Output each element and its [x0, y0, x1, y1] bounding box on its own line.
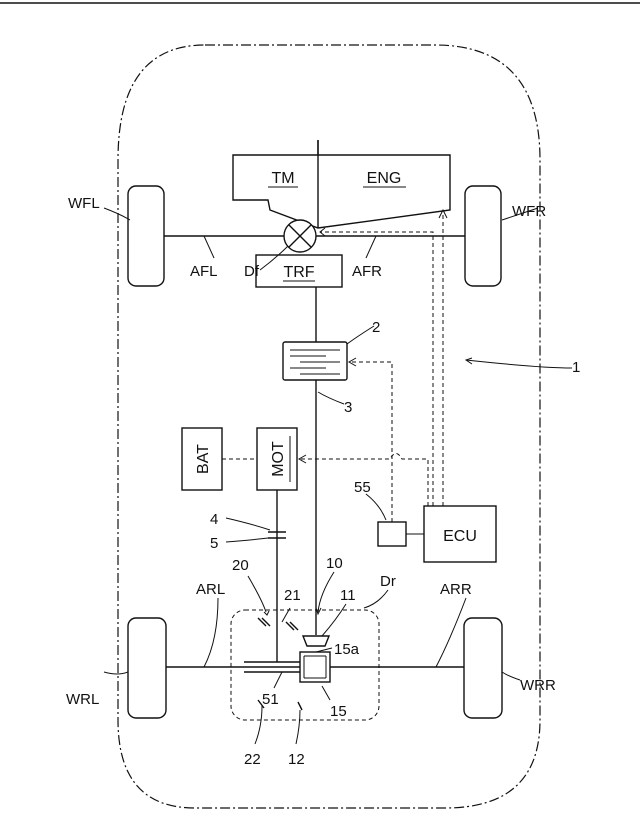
label-wrl: WRL	[66, 691, 99, 708]
leader-11	[322, 604, 346, 636]
label-1: 1	[572, 359, 580, 376]
label-df: Df	[244, 263, 260, 280]
rear-left-wheel	[128, 618, 166, 718]
label-4: 4	[210, 511, 218, 528]
label-15a: 15a	[334, 641, 360, 658]
trf-label: TRF	[283, 264, 314, 281]
leader-2	[347, 326, 374, 344]
label-3: 3	[344, 399, 352, 416]
label-afl: AFL	[190, 263, 218, 280]
label-arl: ARL	[196, 581, 225, 598]
leader-12	[296, 710, 300, 744]
gear-20-tooth-a	[258, 618, 266, 626]
tm-label: TM	[271, 170, 294, 187]
label-2: 2	[372, 319, 380, 336]
gear-21-tooth-b	[290, 622, 298, 630]
label-10: 10	[326, 555, 343, 572]
rear-right-wheel	[464, 618, 502, 718]
bat-label: BAT	[195, 444, 212, 474]
label-20: 20	[232, 557, 249, 574]
label-22: 22	[244, 751, 261, 768]
leader-arr	[436, 598, 466, 667]
label-51: 51	[262, 691, 279, 708]
label-afr: AFR	[352, 263, 382, 280]
label-wrr: WRR	[520, 677, 556, 694]
leader-afr	[366, 236, 376, 258]
gear-21-tooth-a	[286, 622, 294, 630]
leader-wfl	[104, 208, 130, 220]
leader-22	[255, 706, 262, 744]
leader-wrl	[104, 672, 128, 674]
leader-51	[274, 672, 282, 688]
label-21: 21	[284, 587, 301, 604]
gear-12-tooth	[298, 702, 302, 710]
label-dr: Dr	[380, 573, 396, 590]
eng-label: ENG	[367, 170, 402, 187]
leader-55	[366, 494, 386, 520]
ecu-label: ECU	[443, 528, 477, 545]
leader-arl	[204, 598, 218, 667]
leader-1	[466, 360, 572, 368]
leader-wrr	[502, 672, 520, 680]
label-55: 55	[354, 479, 371, 496]
ecu-to-diff-arrow	[320, 228, 325, 236]
label-wfr: WFR	[512, 203, 546, 220]
ring-gear-11	[303, 636, 329, 646]
leader-3	[318, 392, 344, 404]
engine-transmission-block	[233, 155, 450, 228]
label-12: 12	[288, 751, 305, 768]
label-arr: ARR	[440, 581, 472, 598]
leader-15	[322, 686, 330, 700]
leader-dr	[364, 590, 388, 608]
sensor-55	[378, 522, 406, 546]
label-11: 11	[340, 587, 356, 604]
label-5: 5	[210, 535, 218, 552]
leader-20	[248, 576, 266, 612]
label-15: 15	[330, 703, 347, 720]
leader-20-arrow	[264, 611, 269, 615]
leader-10	[318, 572, 334, 612]
mot-label: MOT	[270, 441, 287, 477]
gear-20-tooth-b	[262, 618, 270, 626]
front-left-wheel	[128, 186, 164, 286]
label-wfl: WFL	[68, 195, 100, 212]
leader-5	[226, 538, 268, 542]
front-right-wheel	[465, 186, 501, 286]
leader-4	[226, 518, 270, 530]
leader-afl	[204, 236, 214, 258]
